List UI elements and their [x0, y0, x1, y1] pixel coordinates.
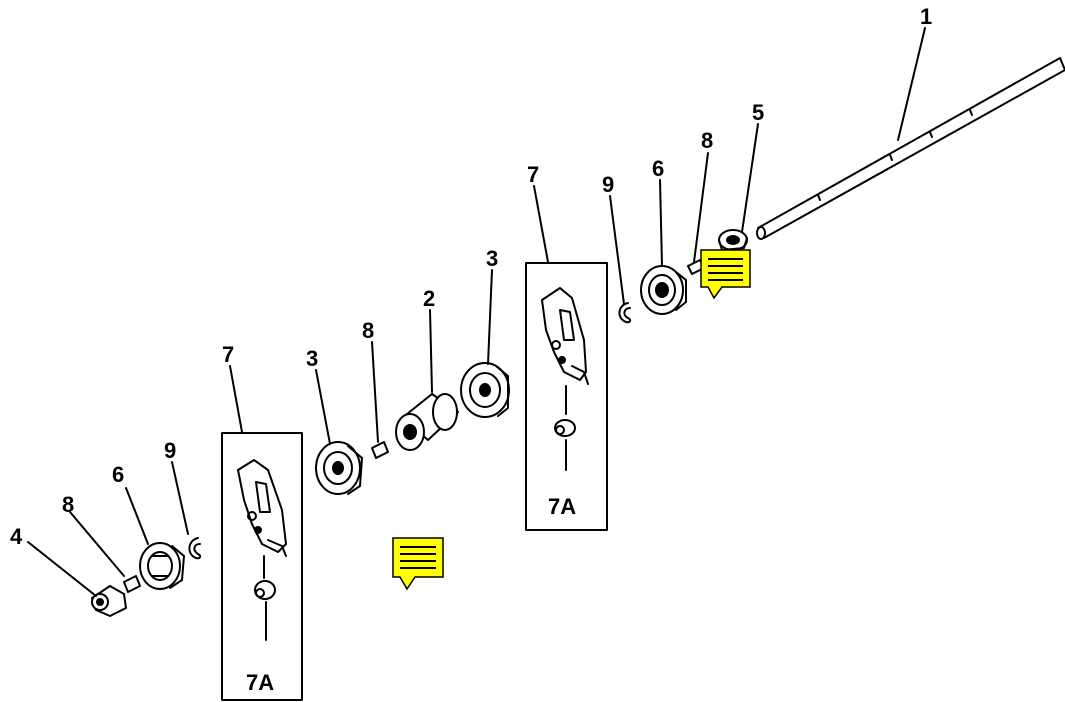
callout-7-right: 7	[527, 162, 540, 187]
part-3-roller-left	[315, 441, 363, 495]
callout-3-right: 3	[486, 246, 499, 271]
callout-7a-right: 7A	[548, 494, 577, 519]
callout-5: 5	[752, 100, 765, 125]
callout-6-lower: 6	[112, 462, 125, 487]
part-6-bearing-lower	[139, 542, 185, 590]
part-5-end-cap	[718, 229, 748, 251]
part-7-bracket-box-left	[221, 432, 303, 701]
part-7-bracket-box-right	[525, 262, 608, 531]
part-3-roller-right	[460, 362, 510, 418]
part-8-pin-middle	[371, 441, 389, 459]
callout-1: 1	[920, 4, 933, 29]
part-4-end-fitting	[91, 585, 127, 617]
callout-7a-left: 7A	[246, 670, 275, 695]
callout-9-lower: 9	[164, 438, 177, 463]
part-9-clip-upper	[618, 302, 632, 324]
callout-6-upper: 6	[652, 156, 665, 181]
part-8-pin-lower	[123, 575, 141, 593]
sticky-note-icon[interactable]	[392, 537, 444, 591]
leader-lines	[27, 27, 926, 597]
callout-8-upper: 8	[701, 128, 714, 153]
part-2-cylinder	[395, 393, 459, 451]
part-9-clip-lower	[188, 537, 202, 560]
callout-4: 4	[10, 524, 23, 549]
part-6-bearing-upper	[640, 265, 687, 315]
callout-8-middle: 8	[362, 318, 375, 343]
callout-7-left: 7	[222, 342, 235, 367]
callout-2: 2	[423, 286, 436, 311]
sticky-note-icon[interactable]	[700, 249, 751, 300]
callout-8-lower: 8	[62, 492, 75, 517]
callout-3-left: 3	[306, 346, 319, 371]
callout-9-upper: 9	[602, 172, 615, 197]
shaft-part	[756, 57, 1065, 240]
